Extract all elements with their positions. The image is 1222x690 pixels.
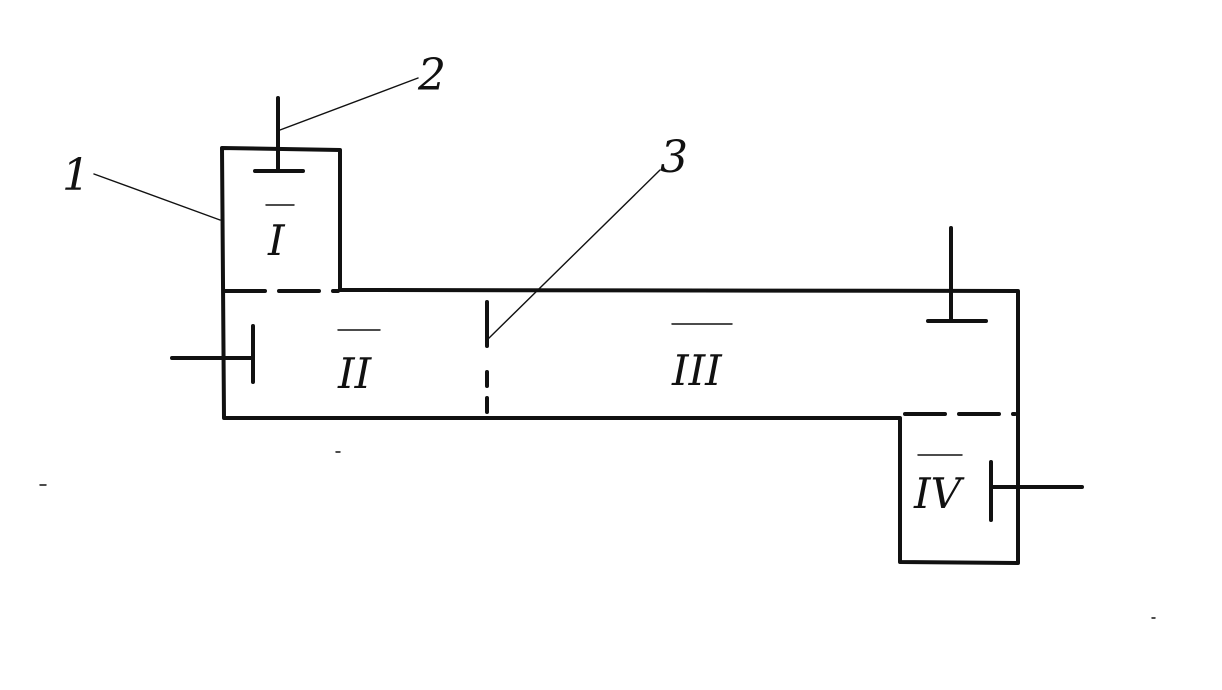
zone-IV-label: IV (913, 454, 965, 518)
svg-text:II: II (337, 349, 373, 398)
svg-text:IV: IV (913, 469, 965, 518)
nozzle-left (170, 324, 255, 384)
callout-1: 1 (62, 150, 90, 201)
leader-3 (486, 169, 661, 341)
zone-I-label: I (265, 204, 295, 265)
callout-3: 3 (660, 132, 688, 183)
callout-2: 2 (417, 50, 446, 101)
nozzle-top-right (926, 226, 988, 323)
svg-text:III: III (671, 346, 723, 395)
zone-III-label: III (671, 323, 733, 395)
nozzle-2 (253, 96, 305, 173)
nozzle-right (989, 460, 1084, 522)
leader-2 (279, 77, 419, 131)
chamber-outline (220, 146, 1020, 565)
svg-text:I: I (267, 216, 286, 265)
zone-II-label: II (337, 329, 381, 398)
leader-1 (93, 173, 221, 221)
